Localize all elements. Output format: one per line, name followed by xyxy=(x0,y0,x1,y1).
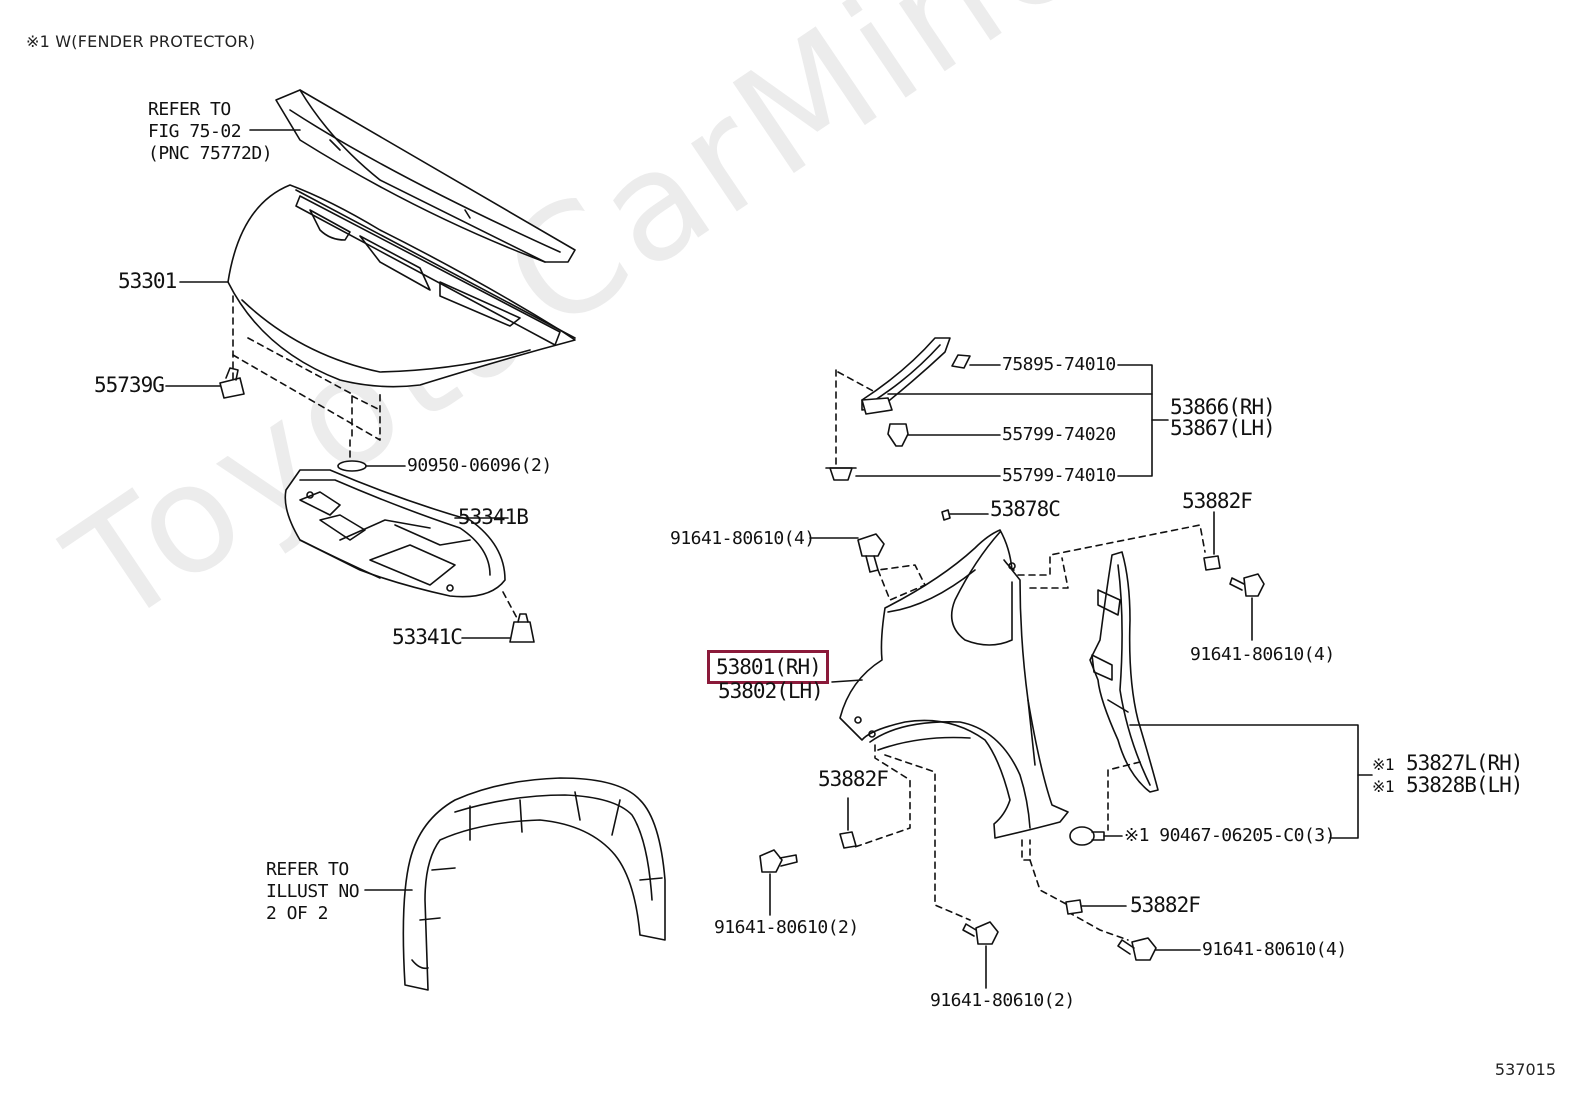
label-clip-low[interactable]: 55799-74010 xyxy=(1002,465,1116,486)
label-refer-fig-line1[interactable]: REFER TO xyxy=(148,99,231,120)
insulator-clip-drawing xyxy=(461,613,535,643)
fender-liner-drawing xyxy=(364,777,666,991)
label-nut-lower-right[interactable]: 53882F xyxy=(1130,893,1201,917)
grommet-drawing xyxy=(337,460,406,472)
nut-lower-left-drawing xyxy=(839,797,857,849)
label-refer-illust-line1[interactable]: REFER TO xyxy=(266,859,349,880)
label-seal-set-rh[interactable]: 53866(RH) xyxy=(1170,395,1276,419)
fender-protector-drawing xyxy=(1089,551,1373,839)
label-insulator[interactable]: 53341B xyxy=(458,505,529,529)
label-refer-fig-line3[interactable]: (PNC 75772D) xyxy=(148,143,273,164)
pad-drawing xyxy=(941,509,989,521)
label-hood[interactable]: 53301 xyxy=(118,269,177,293)
nut-top-right-drawing xyxy=(1203,511,1221,571)
label-bolt-top-left[interactable]: 91641-80610(4) xyxy=(670,528,815,549)
label-pad[interactable]: 53878C xyxy=(990,497,1061,521)
label-hood-bumper[interactable]: 55739G xyxy=(94,373,165,397)
hood-insulator-drawing xyxy=(284,469,519,621)
label-bolt-right[interactable]: 91641-80610(4) xyxy=(1190,644,1335,665)
protector-lh-mark: ※1 xyxy=(1372,777,1395,796)
protector-rh-mark: ※1 xyxy=(1372,755,1395,774)
label-fender-rh[interactable]: 53801(RH) xyxy=(716,655,822,679)
front-fender-drawing xyxy=(831,524,1206,941)
label-clip-mid[interactable]: 55799-74020 xyxy=(1002,424,1116,445)
bolt-right-drawing xyxy=(1229,573,1265,641)
hood-bumper-drawing xyxy=(165,367,245,399)
label-bolt-bottom[interactable]: 91641-80610(2) xyxy=(930,990,1075,1011)
label-seal-top[interactable]: 75895-74010 xyxy=(1002,354,1116,375)
label-refer-illust-line2[interactable]: ILLUST NO xyxy=(266,881,360,902)
label-insulator-clip[interactable]: 53341C xyxy=(392,625,463,649)
hood-panel-drawing xyxy=(179,184,576,461)
label-refer-fig-line2[interactable]: FIG 75-02 xyxy=(148,121,242,142)
label-nut-lower-left[interactable]: 53882F xyxy=(818,767,889,791)
figure-number: 537015 xyxy=(1494,1060,1556,1079)
label-protector-rh[interactable]: 53827L(RH) xyxy=(1406,751,1523,775)
diagram-header-note: ※1 W(FENDER PROTECTOR) xyxy=(26,32,256,51)
label-protector-lh[interactable]: 53828B(LH) xyxy=(1406,773,1523,797)
label-seal-set-lh[interactable]: 53867(LH) xyxy=(1170,416,1276,440)
label-protector-clip[interactable]: ※1 90467-06205-C0(3) xyxy=(1124,825,1335,846)
bolt-bottom-drawing xyxy=(962,921,999,989)
label-refer-illust-line3[interactable]: 2 OF 2 xyxy=(266,903,329,924)
label-bolt-lower-right[interactable]: 91641-80610(4) xyxy=(1202,939,1347,960)
bolt-top-left-drawing xyxy=(809,533,885,573)
hood-molding-drawing xyxy=(249,89,576,263)
bolt-lower-left-drawing xyxy=(759,849,798,916)
nut-lower-right-drawing xyxy=(1065,899,1127,915)
label-nut-top-right[interactable]: 53882F xyxy=(1182,489,1253,513)
label-bolt-lower-left[interactable]: 91641-80610(2) xyxy=(714,917,859,938)
protector-clip-drawing xyxy=(1069,826,1123,846)
label-grommet[interactable]: 90950-06096(2) xyxy=(407,455,552,476)
fender-seal-drawing xyxy=(825,337,1169,481)
bolt-lower-right-drawing xyxy=(1117,937,1201,961)
label-fender-lh[interactable]: 53802(LH) xyxy=(718,679,824,703)
